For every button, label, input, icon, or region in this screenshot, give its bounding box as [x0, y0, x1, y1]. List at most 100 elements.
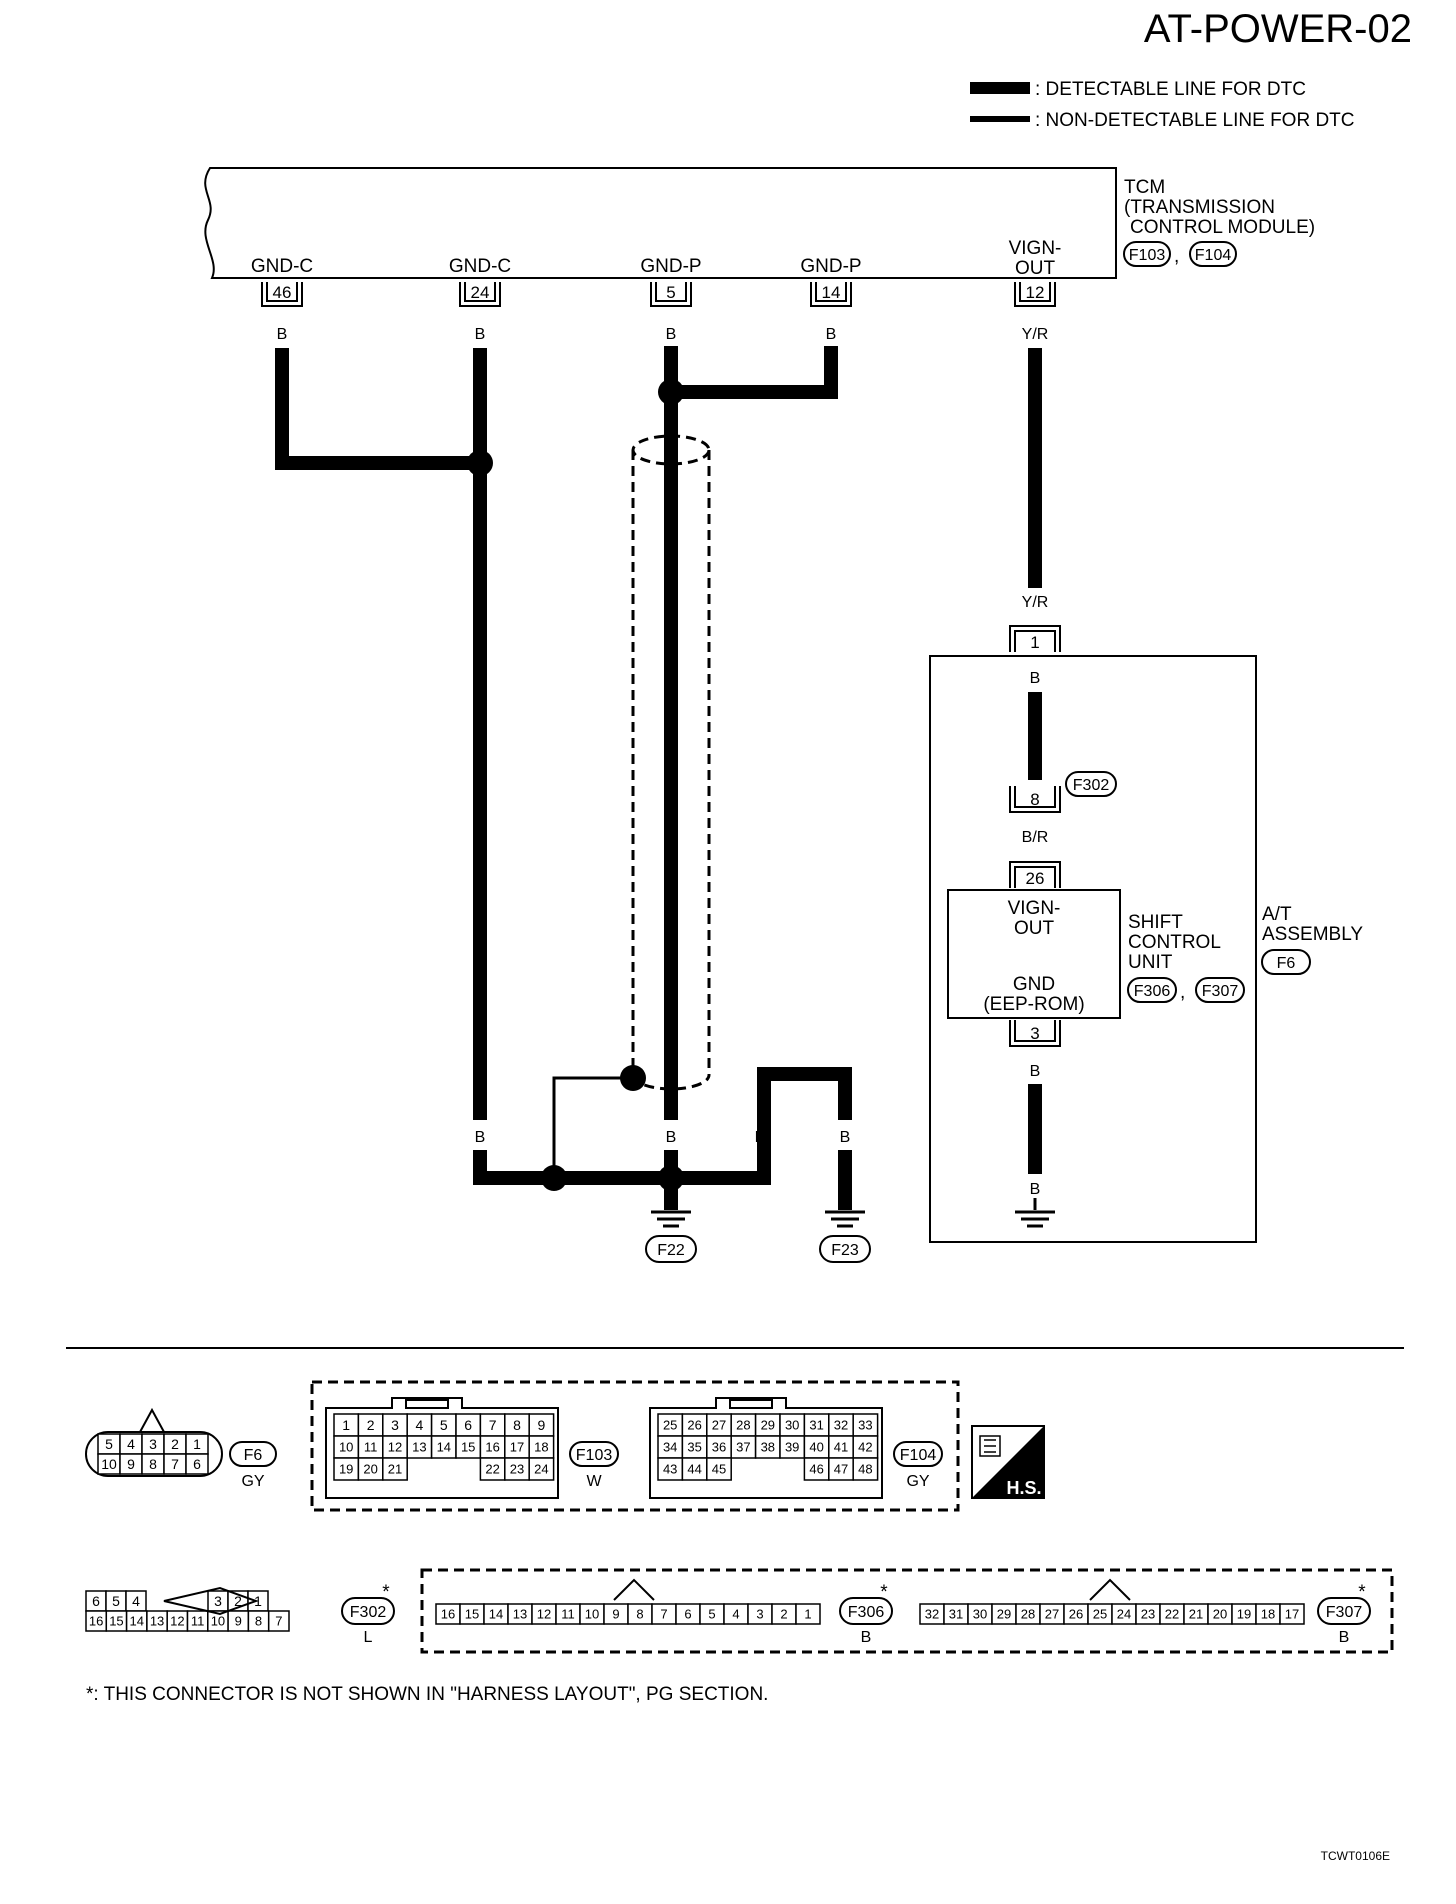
pin-number: 15	[109, 1614, 123, 1629]
tcm-connector-f104-badge	[1189, 241, 1237, 267]
pin-number: 27	[712, 1418, 726, 1433]
pin-number: 8	[149, 1456, 157, 1472]
pin-number: 5	[105, 1436, 113, 1452]
f306-badge	[839, 1597, 893, 1625]
tcm-terminal-5: GND-P 5 B	[640, 256, 701, 343]
pin-number: 20	[1213, 1607, 1227, 1622]
pin-number: 11	[561, 1607, 575, 1622]
pin-number: 5	[708, 1607, 715, 1622]
pin-number: 8	[513, 1417, 521, 1433]
pin-number: 26	[1069, 1607, 1083, 1622]
tcm-connector-f103-badge	[1123, 241, 1171, 267]
pin-number: 25	[663, 1418, 677, 1433]
pin-number: 31	[809, 1418, 823, 1433]
at-connector-f6-badge	[1261, 949, 1311, 975]
f104-name: F104	[900, 1447, 937, 1464]
hs-label: H.S.	[1006, 1478, 1041, 1498]
pin-number: 39	[785, 1440, 799, 1455]
pin-number: 38	[761, 1440, 775, 1455]
pin-number: 12	[170, 1614, 184, 1629]
pin-number: 17	[1285, 1607, 1299, 1622]
terminal-pin: 46	[273, 283, 292, 302]
pin-number: 40	[809, 1440, 823, 1455]
pin-number: 20	[363, 1462, 377, 1477]
legend-detectable-text: : DETECTABLE LINE FOR DTC	[1035, 79, 1306, 100]
f307-badge	[1317, 1597, 1371, 1625]
pin-number: 9	[235, 1614, 242, 1629]
tcm-terminal-12: VIGN- OUT 12 Y/R	[1009, 238, 1062, 343]
pin-number: 4	[132, 1593, 140, 1609]
pin-number: 28	[736, 1418, 750, 1433]
wire-color: B	[826, 326, 837, 343]
f23-label: F23	[831, 1242, 859, 1259]
pin-cell	[1279, 1603, 1305, 1625]
pin-number: 11	[191, 1614, 205, 1629]
f307-color: B	[1339, 1629, 1350, 1646]
pin-number: 36	[712, 1440, 726, 1455]
f103-name: F103	[576, 1447, 613, 1464]
f306-name: F306	[848, 1604, 885, 1621]
wire-shield-drain	[552, 1076, 633, 1178]
pin-number: 26	[687, 1418, 701, 1433]
at-connector-f6: F6	[1277, 955, 1296, 972]
tcm-name: TCM	[1124, 177, 1165, 198]
pin-number: 3	[756, 1607, 763, 1622]
pin-number: 37	[736, 1440, 750, 1455]
tcm-connector-f104: F104	[1195, 247, 1232, 264]
pin-cell	[185, 1453, 209, 1475]
f6-color: GY	[241, 1473, 264, 1490]
pin-number: 14	[130, 1614, 144, 1629]
pin-number: 3	[214, 1593, 222, 1609]
pin-number: 19	[1237, 1607, 1251, 1622]
pin-number: 6	[193, 1456, 201, 1472]
shift-control-unit-box	[947, 889, 1121, 1019]
splice-dot	[620, 1065, 646, 1091]
pin-number: 41	[834, 1440, 848, 1455]
pin-number: 43	[663, 1462, 677, 1477]
pin-number: 1	[804, 1607, 811, 1622]
terminal-pin: 26	[1026, 869, 1045, 888]
scu-name2: CONTROL	[1128, 932, 1221, 953]
f22-badge	[645, 1235, 697, 1263]
pin-cell	[852, 1457, 879, 1481]
scu-connector-f306: F306	[1134, 983, 1171, 1000]
at-assembly: Y/R A/T ASSEMBLY F6 1 B 8 F302 B/R 26 VI…	[929, 594, 1363, 1243]
wire-color: B	[277, 326, 288, 343]
pin-number: 34	[663, 1440, 677, 1455]
scu-connector-f307-badge	[1195, 977, 1245, 1003]
pin-number: 12	[537, 1607, 551, 1622]
pin-number: 16	[89, 1614, 103, 1629]
terminal-label: GND-P	[640, 256, 701, 277]
terminal-label: GND-P	[800, 256, 861, 277]
pin-number: 2	[171, 1436, 179, 1452]
pin-number: 19	[339, 1462, 353, 1477]
pin-number: 24	[1117, 1607, 1131, 1622]
f306-star: *	[880, 1582, 888, 1603]
pin-number: 5	[112, 1593, 120, 1609]
scu-connectors-group	[420, 1568, 1394, 1654]
footnote: *: THIS CONNECTOR IS NOT SHOWN IN "HARNE…	[86, 1684, 768, 1705]
scu-gnd1: GND	[1013, 974, 1055, 995]
tcm-desc2: CONTROL MODULE)	[1130, 217, 1315, 238]
figure-code: TCWT0106E	[1321, 1849, 1390, 1863]
pin-number: 35	[687, 1440, 701, 1455]
scu-gnd2: (EEP-ROM)	[983, 994, 1084, 1015]
scu-name3: UNIT	[1128, 952, 1173, 973]
wire-color: Y/R	[1022, 594, 1049, 611]
pin-number: 22	[1165, 1607, 1179, 1622]
f302-label: F302	[1073, 777, 1110, 794]
wire-color: B	[475, 1129, 486, 1146]
pin-cell	[795, 1603, 821, 1625]
pin-number: 1	[193, 1436, 201, 1452]
wire-color: B	[1030, 1181, 1041, 1198]
pin-number: 21	[1189, 1607, 1203, 1622]
tcm-desc1: (TRANSMISSION	[1124, 197, 1275, 218]
tcm-connector-f103: F103	[1129, 247, 1166, 264]
pin-number: 10	[339, 1440, 353, 1455]
pin-number: 30	[973, 1607, 987, 1622]
pin-number: 29	[761, 1418, 775, 1433]
tcm-outline	[204, 167, 1117, 279]
